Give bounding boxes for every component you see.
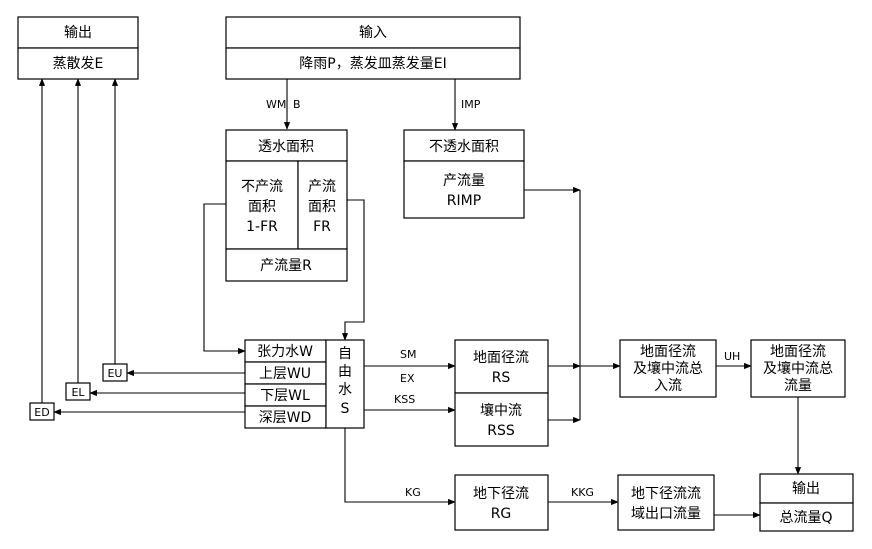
label-uh: UH <box>724 350 740 363</box>
runoff-to-free-water <box>341 199 365 341</box>
pervious-area-box: 透水面积 不产流 面积 1-FR 产流 面积 FR 产流量R <box>225 129 348 282</box>
deep-layer-label: 深层WD <box>259 410 312 426</box>
surface-runoff-line2: RS <box>492 370 511 386</box>
output-top-content: 蒸散发E <box>53 56 104 72</box>
output-top-title: 输出 <box>64 25 92 41</box>
gw-outlet-line1: 地下径流流 <box>631 486 701 502</box>
total-flow-line1: 地面径流 <box>770 344 826 360</box>
surface-runoff-box: 地面径流 RS <box>454 339 549 394</box>
total-inflow-line2: 及壤中流总 <box>633 360 703 377</box>
impervious-output-line2: RIMP <box>447 193 481 209</box>
interflow-line2: RSS <box>487 423 515 439</box>
non-runoff-area-line3: 1-FR <box>246 219 278 235</box>
output-total-flow-box: 输出 总流量Q <box>759 473 854 532</box>
free-water-char3: 水 <box>338 382 352 398</box>
non-runoff-area-line2: 面积 <box>248 199 276 215</box>
output-bottom-content: 总流量Q <box>779 510 832 526</box>
tension-water-label: 张力水W <box>257 344 313 360</box>
non-runoff-area-line1: 不产流 <box>241 179 283 195</box>
output-evapotranspiration-box: 输出 蒸散发E <box>17 16 139 80</box>
label-kss: KSS <box>394 393 415 406</box>
label-kkg: KKG <box>571 486 594 499</box>
evap-eu-label: EU <box>107 367 122 380</box>
impervious-output-line1: 产流量 <box>443 173 485 189</box>
total-inflow-box: 地面径流 及壤中流总 入流 <box>619 339 717 398</box>
runoff-area-line2: 面积 <box>308 199 336 215</box>
interflow-box: 壤中流 RSS <box>454 392 549 447</box>
groundwater-outlet-box: 地下径流流 域出口流量 <box>617 474 715 531</box>
total-flow-line2: 及壤中流总 <box>763 360 833 377</box>
label-wm: WM <box>266 98 286 111</box>
free-water-char2: 由 <box>338 364 352 380</box>
label-sm: SM <box>400 348 416 361</box>
total-inflow-line1: 地面径流 <box>640 344 696 360</box>
impervious-area-box: 不透水面积 产流量 RIMP <box>403 129 525 219</box>
impervious-title: 不透水面积 <box>429 139 499 155</box>
surface-runoff-line1: 地面径流 <box>473 350 529 366</box>
evap-el-label: EL <box>71 386 85 399</box>
total-flow-line3: 流量 <box>784 378 812 394</box>
free-water-char4: S <box>341 401 350 417</box>
input-box: 输入 降雨P，蒸发皿蒸发量EI <box>225 16 521 80</box>
evap-el-box: EL <box>65 382 91 401</box>
label-ex: EX <box>400 372 415 385</box>
upper-layer-label: 上层WU <box>259 366 311 382</box>
label-imp: IMP <box>461 98 481 111</box>
interflow-line1: 壤中流 <box>480 402 522 419</box>
soil-moisture-box: 张力水W 上层WU 下层WL 深层WD 自 由 水 S <box>244 339 365 429</box>
evap-ed-box: ED <box>29 402 55 421</box>
runoff-area-line1: 产流 <box>308 179 336 195</box>
gw-outlet-line2: 域出口流量 <box>631 506 701 522</box>
non-runoff-to-tension-water <box>203 203 246 355</box>
evap-ed-label: ED <box>34 406 49 419</box>
input-content: 降雨P，蒸发皿蒸发量EI <box>299 56 446 72</box>
output-bottom-title: 输出 <box>792 481 820 497</box>
pervious-title: 透水面积 <box>258 139 314 155</box>
pervious-output: 产流量R <box>260 258 312 274</box>
label-b: B <box>293 98 301 111</box>
evap-eu-box: EU <box>102 363 128 382</box>
free-water-char1: 自 <box>338 346 352 362</box>
lower-layer-label: 下层WL <box>260 388 310 404</box>
input-title: 输入 <box>359 25 387 41</box>
total-inflow-line3: 入流 <box>654 378 682 394</box>
groundwater-line2: RG <box>491 506 512 522</box>
total-flow-box: 地面径流 及壤中流总 流量 <box>750 339 846 398</box>
groundwater-line1: 地下径流 <box>473 486 529 502</box>
free-water-to-groundwater-arrow <box>344 428 456 506</box>
runoff-area-line3: FR <box>313 219 331 235</box>
groundwater-box: 地下径流 RG <box>454 474 549 531</box>
label-kg: KG <box>405 486 421 499</box>
